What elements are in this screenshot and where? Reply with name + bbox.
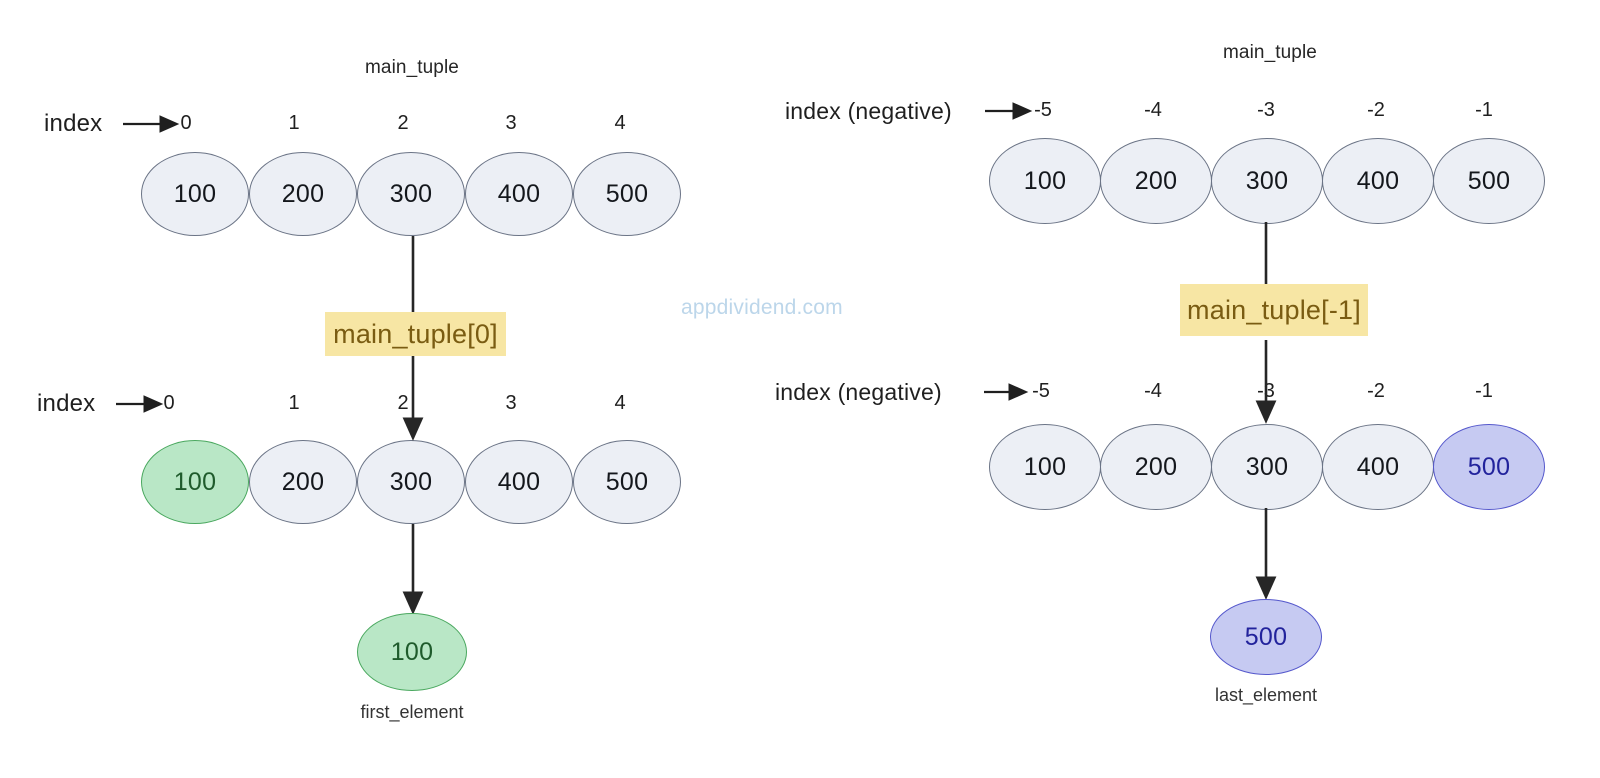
tuple-node-bottom-0-highlighted[interactable]: 100 bbox=[141, 440, 249, 524]
tuple-node-top-0[interactable]: 100 bbox=[141, 152, 249, 236]
index-number-4: 4 bbox=[614, 112, 626, 134]
result-caption-last-element: last_element bbox=[1214, 685, 1318, 705]
result-caption-first-element: first_element bbox=[360, 702, 464, 722]
tuple-node-top-3[interactable]: 400 bbox=[465, 152, 573, 236]
index-number-3: 3 bbox=[505, 112, 517, 134]
index-number-bottom-1: 1 bbox=[288, 392, 300, 414]
tuple-node-bottom-2[interactable]: 300 bbox=[357, 440, 465, 524]
panel-title-main-tuple-negative: main_tuple bbox=[1223, 42, 1317, 63]
index-label-bottom: index bbox=[37, 390, 96, 417]
tuple-node-bottom-1[interactable]: 200 bbox=[249, 440, 357, 524]
watermark-appdividend: appdividend.com bbox=[681, 296, 843, 319]
result-node-first-element[interactable]: 100 bbox=[357, 613, 467, 691]
index-number-bottom-neg-2: -2 bbox=[1367, 380, 1385, 402]
index-negative-label-top: index (negative) bbox=[785, 98, 952, 124]
code-label-main-tuple-neg-1[interactable]: main_tuple[-1] bbox=[1180, 284, 1368, 336]
index-number-1: 1 bbox=[288, 112, 300, 134]
tuple-node-neg-top-3[interactable]: 400 bbox=[1322, 138, 1434, 224]
index-number-bottom-0: 0 bbox=[163, 392, 175, 414]
code-label-main-tuple-0[interactable]: main_tuple[0] bbox=[325, 312, 506, 356]
tuple-node-neg-bottom-3[interactable]: 400 bbox=[1322, 424, 1434, 510]
tuple-node-neg-top-1[interactable]: 200 bbox=[1100, 138, 1212, 224]
panel-positive-indexing: main_tuple index 0 1 2 3 4 100 200 300 4… bbox=[0, 0, 760, 778]
tuple-node-neg-top-0[interactable]: 100 bbox=[989, 138, 1101, 224]
index-number-neg-4: -4 bbox=[1144, 99, 1162, 121]
index-number-neg-5: -5 bbox=[1034, 99, 1052, 121]
panel-negative-indexing: main_tuple index (negative) -5 -4 -3 -2 … bbox=[760, 0, 1600, 778]
result-node-last-element[interactable]: 500 bbox=[1210, 599, 1322, 675]
tuple-node-neg-bottom-1[interactable]: 200 bbox=[1100, 424, 1212, 510]
index-number-bottom-neg-1: -1 bbox=[1475, 380, 1493, 402]
index-number-bottom-neg-5: -5 bbox=[1032, 380, 1050, 402]
tuple-node-bottom-4[interactable]: 500 bbox=[573, 440, 681, 524]
index-number-bottom-4: 4 bbox=[614, 392, 626, 414]
tuple-node-neg-bottom-2[interactable]: 300 bbox=[1211, 424, 1323, 510]
index-label-top: index bbox=[44, 110, 103, 137]
tuple-node-top-4[interactable]: 500 bbox=[573, 152, 681, 236]
index-number-bottom-neg-3: -3 bbox=[1257, 380, 1275, 402]
index-number-neg-1: -1 bbox=[1475, 99, 1493, 121]
tuple-node-neg-top-2[interactable]: 300 bbox=[1211, 138, 1323, 224]
index-number-bottom-neg-4: -4 bbox=[1144, 380, 1162, 402]
index-number-0: 0 bbox=[180, 112, 192, 134]
tuple-node-bottom-3[interactable]: 400 bbox=[465, 440, 573, 524]
index-number-2: 2 bbox=[397, 112, 409, 134]
index-number-bottom-3: 3 bbox=[505, 392, 517, 414]
index-number-neg-3: -3 bbox=[1257, 99, 1275, 121]
tuple-node-neg-top-4[interactable]: 500 bbox=[1433, 138, 1545, 224]
tuple-node-top-1[interactable]: 200 bbox=[249, 152, 357, 236]
tuple-node-neg-bottom-4-highlighted[interactable]: 500 bbox=[1433, 424, 1545, 510]
tuple-node-top-2[interactable]: 300 bbox=[357, 152, 465, 236]
tuple-node-neg-bottom-0[interactable]: 100 bbox=[989, 424, 1101, 510]
index-number-neg-2: -2 bbox=[1367, 99, 1385, 121]
index-number-bottom-2: 2 bbox=[397, 392, 409, 414]
panel-title-main-tuple: main_tuple bbox=[365, 57, 459, 78]
index-negative-label-bottom: index (negative) bbox=[775, 379, 942, 405]
